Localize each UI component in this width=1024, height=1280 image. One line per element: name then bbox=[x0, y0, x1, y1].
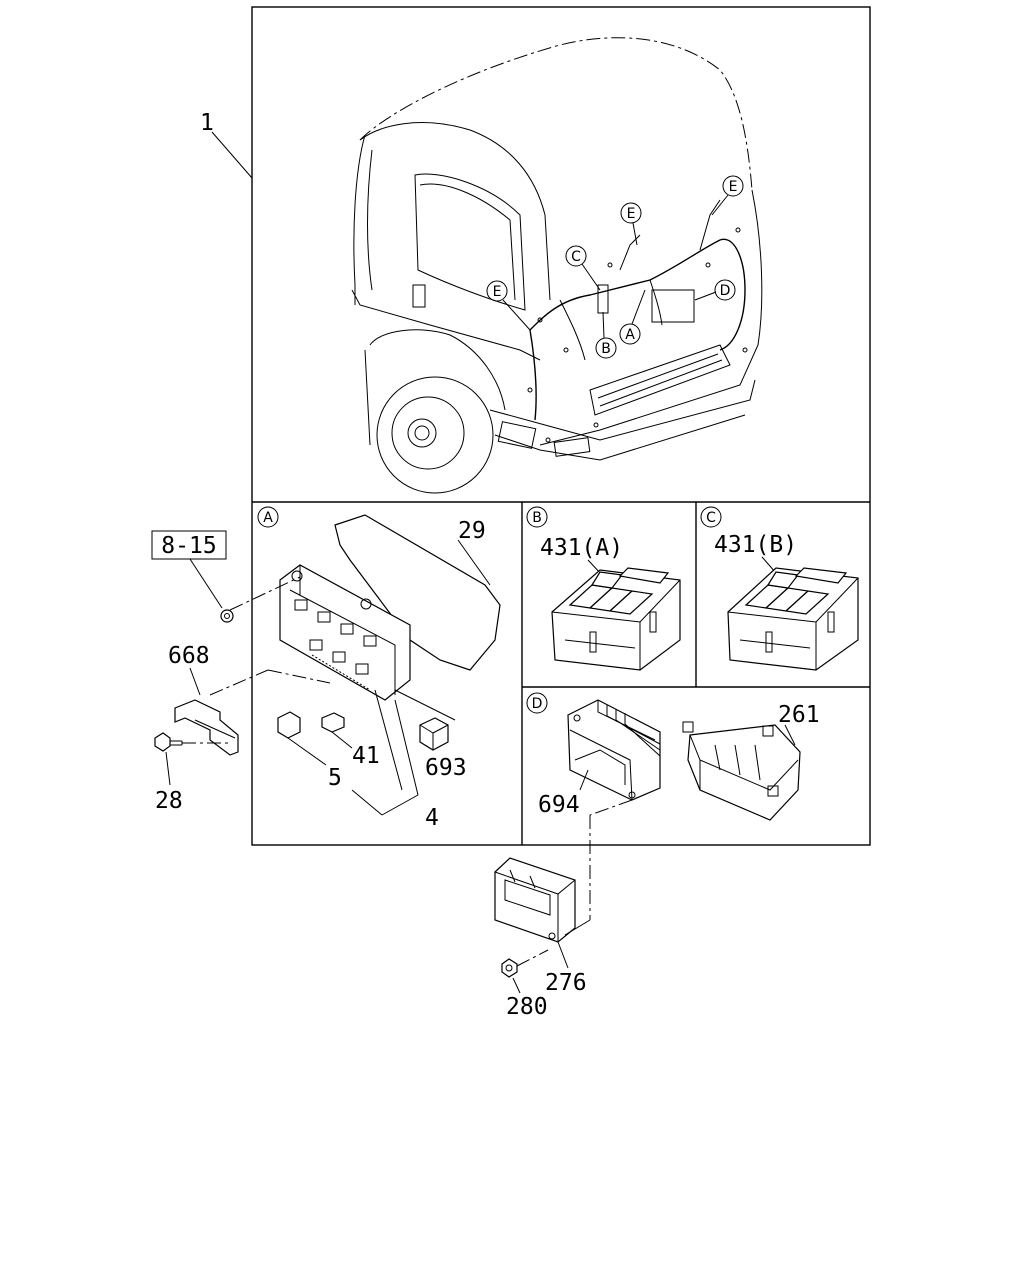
ref-29: 29 bbox=[458, 518, 486, 544]
svg-text:E: E bbox=[627, 206, 636, 222]
ref-431a: 431(A) bbox=[540, 535, 623, 561]
ref-4: 4 bbox=[425, 805, 439, 831]
cab-illustration bbox=[351, 37, 763, 494]
main-callouts: E C B A E D E bbox=[486, 175, 744, 359]
ref-41: 41 bbox=[352, 743, 380, 769]
callout-B: B bbox=[595, 311, 617, 359]
ref-box-8-15 bbox=[151, 530, 227, 560]
detail-C: C 431(B) bbox=[700, 506, 859, 671]
ref-694: 694 bbox=[538, 792, 580, 818]
detail-D: D 694 261 bbox=[526, 692, 820, 920]
svg-text:D: D bbox=[720, 283, 731, 299]
callout-E-center: E bbox=[620, 202, 642, 246]
callout-E-right: E bbox=[711, 175, 744, 216]
callout-C: C bbox=[565, 245, 601, 291]
ref-5: 5 bbox=[328, 765, 342, 791]
ref-1: 1 bbox=[200, 110, 214, 136]
svg-text:D: D bbox=[532, 696, 543, 712]
ref-431b: 431(B) bbox=[714, 532, 797, 558]
svg-text:B: B bbox=[601, 341, 611, 357]
svg-text:A: A bbox=[625, 327, 635, 343]
ref-261: 261 bbox=[778, 702, 820, 728]
ref-280: 280 bbox=[506, 994, 548, 1020]
detail-B: B 431(A) bbox=[526, 506, 681, 671]
ref-693: 693 bbox=[425, 755, 467, 781]
callout-D: D bbox=[694, 279, 736, 301]
left-parts: 8-15 668 28 bbox=[151, 530, 239, 814]
svg-text:B: B bbox=[532, 510, 542, 526]
detail-A: A bbox=[209, 506, 501, 831]
svg-text:C: C bbox=[571, 249, 581, 265]
ref-28: 28 bbox=[155, 788, 183, 814]
ecu-assembly: 276 280 bbox=[494, 857, 591, 1020]
callout-A: A bbox=[619, 289, 646, 345]
svg-text:A: A bbox=[263, 510, 273, 526]
callout-E-left: E bbox=[486, 280, 531, 331]
panel-frames bbox=[251, 6, 871, 846]
svg-text:E: E bbox=[729, 179, 738, 195]
ref-668: 668 bbox=[168, 643, 210, 669]
ref-8-15: 8-15 bbox=[161, 533, 216, 559]
ref-276: 276 bbox=[545, 970, 587, 996]
svg-text:E: E bbox=[493, 284, 502, 300]
main-frame bbox=[251, 6, 871, 846]
svg-text:C: C bbox=[706, 510, 716, 526]
